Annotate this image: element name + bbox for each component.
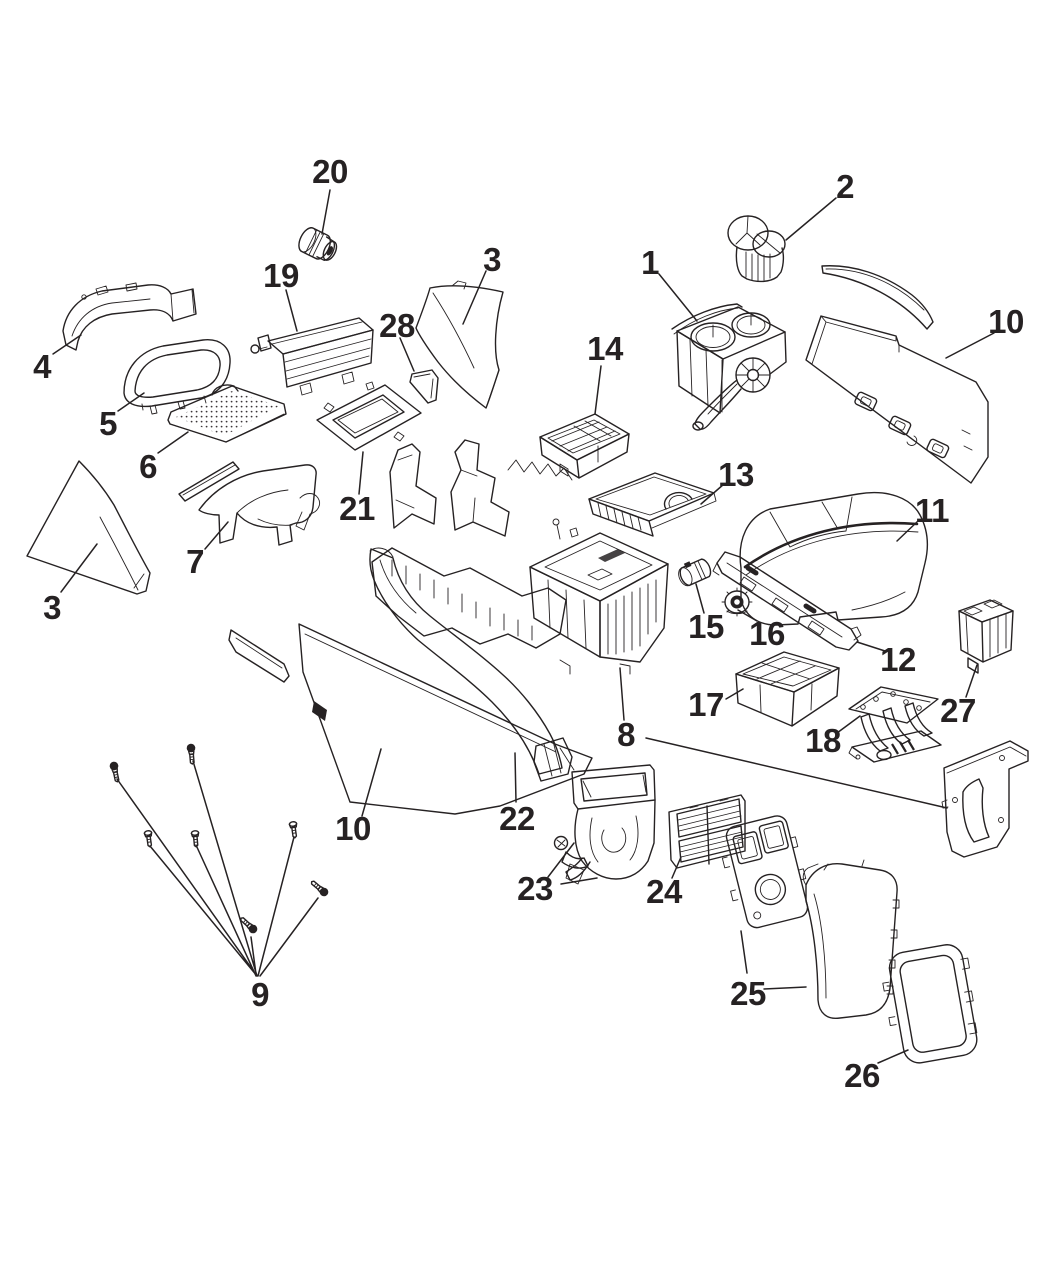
callout-2: 2 <box>836 168 854 205</box>
part-rear-bracket <box>941 740 1029 858</box>
part-cupholder-assembly <box>671 303 787 431</box>
callout-15: 15 <box>688 608 724 645</box>
callout-3-left: 3 <box>43 589 61 626</box>
callout-12: 12 <box>880 641 916 678</box>
part-latch-tray <box>588 472 717 537</box>
part-power-outlet <box>298 227 338 261</box>
part-hinge-bracket <box>848 686 942 763</box>
callout-17: 17 <box>688 686 724 723</box>
callout-3-top: 3 <box>483 241 501 278</box>
callout-9: 9 <box>251 976 269 1013</box>
part-air-vent <box>668 794 746 869</box>
part-trim-blade-right <box>415 280 504 409</box>
callout-8: 8 <box>617 716 635 753</box>
part-shifter-bezel <box>316 381 422 451</box>
callout-6: 6 <box>139 448 157 485</box>
part-bin-door-latch <box>250 317 374 396</box>
part-floor-duct <box>369 547 573 782</box>
part-screw <box>308 877 331 899</box>
part-cupholder-insert <box>727 215 786 283</box>
part-hinge-rail <box>712 551 862 651</box>
callout-7: 7 <box>186 543 204 580</box>
callout-26: 26 <box>844 1057 880 1094</box>
callout-16: 16 <box>749 615 785 652</box>
callout-27: 27 <box>940 692 976 729</box>
part-bezel-frame <box>123 339 231 415</box>
part-console-carrier <box>295 439 669 675</box>
part-organizer-tray <box>735 651 840 727</box>
part-console-bezel <box>62 282 197 351</box>
part-damper-cylinder <box>678 558 712 587</box>
part-rubber-mat <box>167 384 287 443</box>
callout-28: 28 <box>379 307 415 344</box>
part-armrest-lid <box>739 491 928 626</box>
callout-14: 14 <box>587 330 624 367</box>
callout-4: 4 <box>33 348 52 385</box>
part-screw <box>288 820 300 839</box>
part-storage-tray <box>539 413 630 479</box>
callout-21: 21 <box>339 490 375 527</box>
part-side-panel-left <box>228 623 593 815</box>
callout-25: 25 <box>730 975 766 1012</box>
part-switch-bezel <box>721 815 809 929</box>
callout-11: 11 <box>915 492 949 529</box>
callout-20: 20 <box>312 153 348 190</box>
part-rear-duct <box>553 764 656 885</box>
part-trim-blade-left <box>26 460 151 595</box>
part-power-inverter-switch <box>958 599 1014 674</box>
callout-1: 1 <box>641 244 659 281</box>
callout-24: 24 <box>646 873 683 910</box>
part-trim-frame <box>882 944 978 1064</box>
part-screw <box>143 829 155 848</box>
part-rear-trim-panel <box>802 859 900 1020</box>
callout-10-left: 10 <box>335 810 371 847</box>
callout-23: 23 <box>517 870 553 907</box>
callout-19: 19 <box>263 257 299 294</box>
part-trim-strip <box>409 369 439 404</box>
callout-13: 13 <box>718 456 754 493</box>
part-cupholder-surround <box>178 461 317 546</box>
callout-18: 18 <box>805 722 841 759</box>
part-knob <box>721 587 753 617</box>
leader-lines <box>52 189 995 1064</box>
callout-22: 22 <box>499 800 535 837</box>
part-side-panel-right <box>805 265 989 484</box>
part-screw <box>185 742 198 766</box>
part-screw <box>108 760 123 784</box>
callout-5: 5 <box>99 405 117 442</box>
callout-10-right: 10 <box>988 303 1024 340</box>
